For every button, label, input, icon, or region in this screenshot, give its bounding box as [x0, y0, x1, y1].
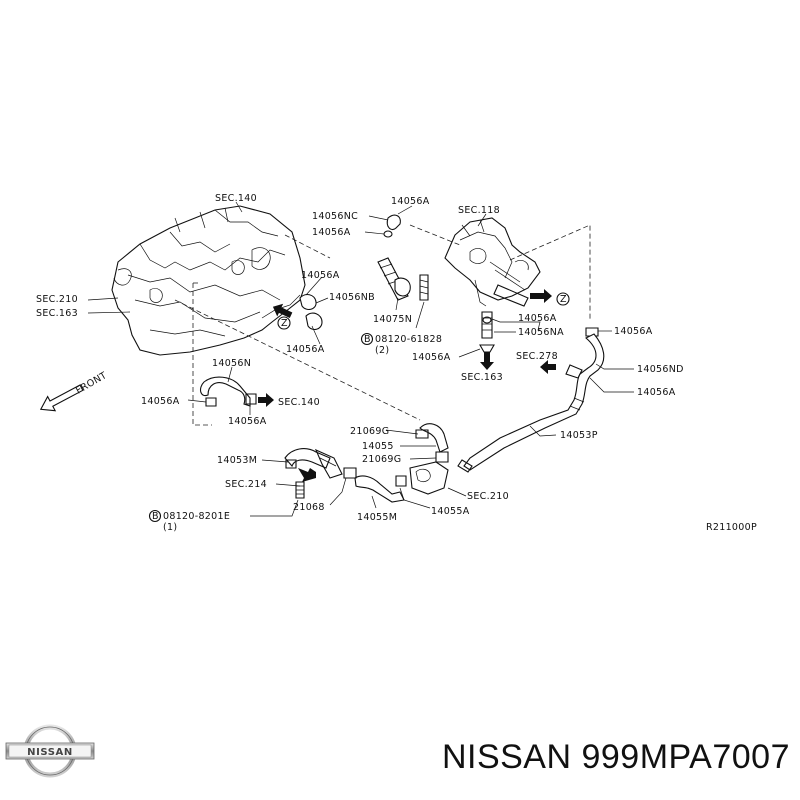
dashed-reference-lines — [174, 224, 591, 426]
view-marker-z-right: Z — [560, 294, 567, 305]
label-21069g-b: 21069G — [362, 454, 401, 465]
label-14055: 14055 — [362, 441, 394, 452]
label-14056a-r2: 14056A — [412, 352, 451, 363]
circled-markers: Z Z B B — [148, 292, 570, 523]
part-labels: SEC.140 14056A 14056NC SEC.118 14056A 14… — [36, 193, 757, 533]
label-bolt-08120-61828: 08120-61828 — [375, 334, 442, 345]
throttle-assembly-drawing — [444, 217, 541, 307]
front-arrow-icon — [39, 384, 84, 412]
label-14056n: 14056N — [212, 358, 251, 369]
label-qty-1: (1) — [163, 522, 177, 533]
label-14056a-far2: 14056A — [637, 387, 676, 398]
label-14075n: 14075N — [373, 314, 412, 325]
arrow-to-sec140 — [258, 393, 274, 407]
leader-lines — [87, 201, 634, 517]
product-title: NISSAN 999MPA7007 — [441, 738, 790, 776]
direction-arrows — [39, 289, 556, 482]
label-sec118: SEC.118 — [458, 205, 500, 216]
label-14056a-low: 14056A — [286, 344, 325, 355]
label-sec140-top: SEC.140 — [215, 193, 257, 204]
view-marker-z-left: Z — [281, 318, 288, 329]
label-sec163-right: SEC.163 — [461, 372, 503, 383]
label-sec214: SEC.214 — [225, 479, 267, 490]
bolt-marker-b-lower: B — [152, 511, 159, 522]
arrow-to-sec163 — [480, 352, 494, 370]
label-14056nb: 14056NB — [329, 292, 375, 303]
label-14056nc: 14056NC — [312, 211, 358, 222]
label-21068: 21068 — [293, 502, 325, 513]
upper-hose-drawing — [299, 214, 429, 331]
long-hose-14053p — [457, 333, 605, 473]
label-ref-code: R211000P — [706, 522, 757, 533]
label-21069g-a: 21069G — [350, 426, 389, 437]
label-14055m: 14055M — [357, 512, 397, 523]
label-qty-2: (2) — [375, 345, 389, 356]
arrow-to-sec214 — [298, 468, 316, 482]
nissan-logo: NISSAN — [5, 724, 95, 778]
label-sec140-low: SEC.140 — [278, 397, 320, 408]
label-sec163-left: SEC.163 — [36, 308, 78, 319]
label-14056a-clamp: 14056A — [141, 396, 180, 407]
label-bolt-08120-8201e: 08120-8201E — [163, 511, 230, 522]
label-14056nd: 14056ND — [637, 364, 684, 375]
label-14053p: 14053P — [560, 430, 598, 441]
label-14056a-r1: 14056A — [518, 313, 557, 324]
lower-hose-group — [284, 423, 449, 503]
label-sec278: SEC.278 — [516, 351, 558, 362]
label-14056a-below: 14056A — [228, 416, 267, 427]
label-sec210-left: SEC.210 — [36, 294, 78, 305]
label-14056a-far: 14056A — [614, 326, 653, 337]
nissan-logo-text: NISSAN — [27, 747, 73, 758]
label-14056a-left: 14056A — [312, 227, 351, 238]
arrow-to-z-left — [272, 303, 293, 318]
bolt-marker-b-upper: B — [364, 334, 371, 345]
label-14056a-top: 14056A — [391, 196, 430, 207]
label-front: FRONT — [74, 370, 109, 397]
label-14053m: 14053M — [217, 455, 257, 466]
arrow-to-sec278 — [540, 360, 556, 374]
label-14056na: 14056NA — [518, 327, 564, 338]
label-sec210-low: SEC.210 — [467, 491, 509, 502]
arrow-to-z-right — [530, 289, 552, 303]
label-14056a-mid: 14056A — [301, 270, 340, 281]
engine-block-drawing — [111, 205, 306, 356]
label-14055a: 14055A — [431, 506, 470, 517]
